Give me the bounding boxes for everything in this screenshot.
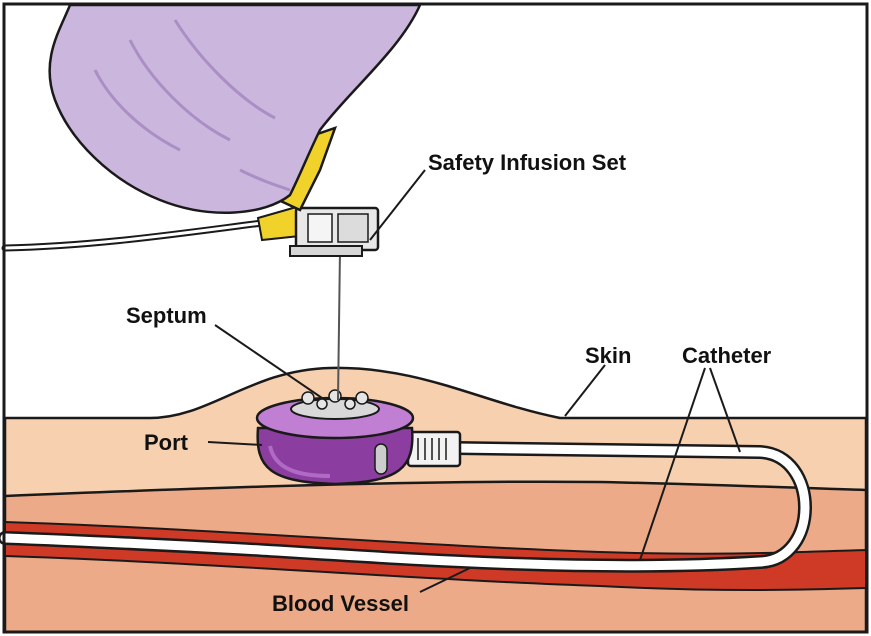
label-safety-infusion-set: Safety Infusion Set	[428, 150, 627, 175]
label-blood-vessel: Blood Vessel	[272, 591, 409, 616]
label-skin: Skin	[585, 343, 631, 368]
catheter-connector	[408, 432, 460, 466]
label-septum: Septum	[126, 303, 207, 328]
port-device	[257, 390, 413, 484]
label-port: Port	[144, 430, 189, 455]
label-catheter: Catheter	[682, 343, 772, 368]
